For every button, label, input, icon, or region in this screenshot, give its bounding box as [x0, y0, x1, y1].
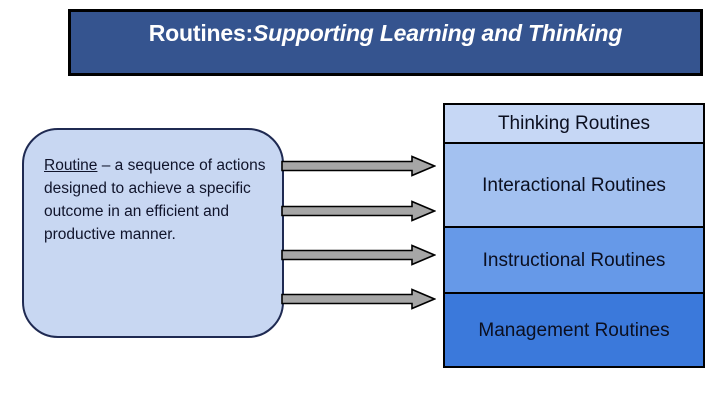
- category-label: Interactional Routines: [482, 174, 666, 196]
- arrow-to-interactional-routines: [281, 200, 436, 222]
- category-row-interactional-routines: Interactional Routines: [445, 142, 703, 226]
- arrow-to-management-routines: [281, 288, 436, 310]
- page-title-main: Routines:: [148, 20, 253, 46]
- category-row-instructional-routines: Instructional Routines: [445, 226, 703, 292]
- category-label: Thinking Routines: [497, 113, 651, 134]
- page-title: Routines:Supporting Learning and Thinkin…: [149, 19, 623, 47]
- arrow-to-thinking-routines: [281, 155, 436, 177]
- category-label: Instructional Routines: [482, 249, 666, 271]
- routine-categories-table: Thinking Routines Interactional Routines…: [443, 103, 705, 368]
- category-label: Management Routines: [478, 319, 670, 341]
- definition-text: Routine – a sequence of actions designed…: [44, 154, 266, 246]
- definition-body: – a sequence of actions designed to achi…: [44, 157, 266, 243]
- definition-term: Routine: [44, 157, 98, 174]
- title-banner: Routines:Supporting Learning and Thinkin…: [68, 9, 703, 76]
- category-row-thinking-routines: Thinking Routines: [445, 105, 703, 142]
- category-row-management-routines: Management Routines: [445, 292, 703, 366]
- arrow-to-instructional-routines: [281, 244, 436, 266]
- page-title-subtitle: Supporting Learning and Thinking: [253, 20, 623, 46]
- definition-callout: Routine – a sequence of actions designed…: [22, 128, 284, 338]
